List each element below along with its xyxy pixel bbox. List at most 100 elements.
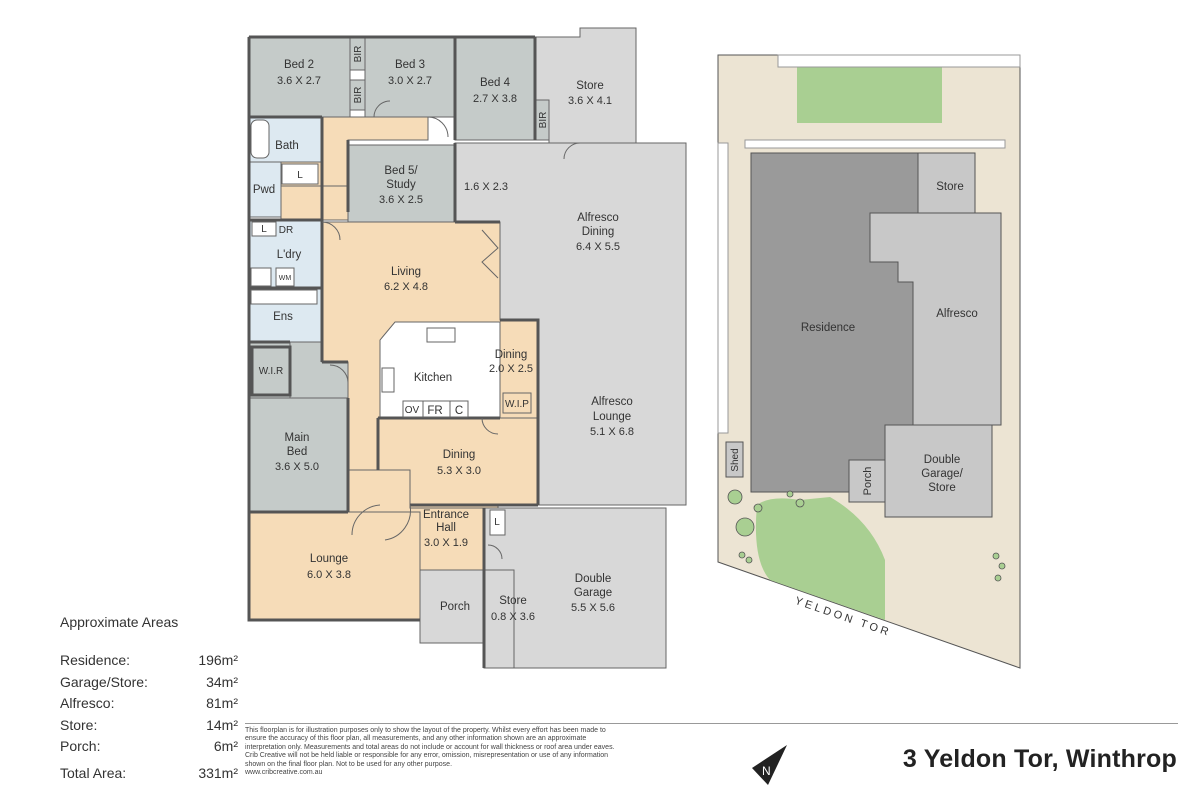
- dim-store-small: 0.8 X 3.6: [491, 611, 535, 623]
- label-bed4: Bed 4: [480, 77, 511, 89]
- area-value: 81m²: [206, 695, 238, 711]
- dim-entrance: 3.0 X 1.9: [424, 537, 468, 549]
- label-entrance-2: Hall: [436, 522, 456, 534]
- label-living: Living: [391, 266, 421, 278]
- site-plan: Residence Alfresco Store Double Garage/ …: [717, 54, 1021, 669]
- total-value: 331m²: [198, 764, 238, 781]
- disclaimer: This floorplan is for illustration purpo…: [245, 727, 615, 777]
- label-ens: Ens: [273, 311, 293, 323]
- area-row-porch: Porch:6m²: [60, 736, 238, 758]
- approximate-areas: Approximate Areas Residence: 196m² Garage…: [60, 614, 238, 784]
- room-hall-mid: [280, 185, 349, 221]
- area-row-residence: Residence: 196m²: [60, 650, 238, 672]
- label-garage: Double: [575, 573, 611, 585]
- site-porch: [848, 459, 886, 503]
- door-store-small: [487, 544, 503, 560]
- property-address: 3 Yeldon Tor, Winthrop: [902, 745, 1177, 773]
- room-bed5: [347, 144, 456, 223]
- areas-title: Approximate Areas: [60, 614, 179, 630]
- tree-7: [745, 556, 753, 564]
- north-arrow: N: [752, 745, 787, 785]
- door-bed3: [373, 100, 391, 118]
- label-bed2: Bed 2: [284, 59, 314, 71]
- total-label: Total Area:: [60, 764, 127, 781]
- door-store: [563, 142, 581, 160]
- footer-divider: [245, 723, 1178, 724]
- label-alfresco-lounge: Alfresco: [591, 396, 633, 408]
- label-bath: Bath: [275, 140, 299, 152]
- dim-lounge: 6.0 X 3.8: [307, 569, 351, 581]
- area-label: Residence:: [60, 652, 131, 668]
- website-link[interactable]: www.cribcreative.com.au: [245, 769, 323, 777]
- site-paving: [744, 139, 1006, 149]
- label-store-top: Store: [576, 80, 604, 92]
- label-pwd: Pwd: [253, 184, 275, 196]
- wall-outline: [247, 35, 540, 668]
- dim-alfresco-dining: 6.4 X 5.5: [576, 241, 620, 253]
- room-bed2: [248, 36, 351, 118]
- label-bir-1: BIR: [353, 46, 364, 63]
- label-linen-top: L: [297, 170, 303, 181]
- door-wip: [481, 417, 499, 435]
- rooms: [248, 27, 687, 669]
- dim-bed5: 3.6 X 2.5: [379, 194, 423, 206]
- room-labels: Bed 2 3.6 X 2.7 Bed 3 3.0 X 2.7 Bed 4 2.…: [253, 59, 634, 623]
- cupboard-box: [449, 400, 469, 418]
- dim-store-top: 3.6 X 4.1: [568, 95, 612, 107]
- area-value: 6m²: [213, 738, 238, 754]
- area-label: Garage/Store:: [60, 673, 148, 690]
- site-lawn-front: [755, 497, 885, 620]
- site-label-garage-2: Garage/: [921, 468, 963, 480]
- site-top-strip: [777, 54, 1021, 68]
- area-label: Store:: [60, 716, 98, 733]
- dim-living: 6.2 X 4.8: [384, 281, 428, 293]
- label-ov: OV: [405, 405, 420, 416]
- disclaimer-text: This floorplan is for illustration purpo…: [245, 727, 615, 768]
- label-kitchen: Kitchen: [414, 372, 452, 384]
- tree-3: [753, 503, 763, 513]
- label-main-bed: Main: [285, 432, 310, 444]
- label-fr: FR: [427, 405, 442, 417]
- label-wm: WM: [279, 275, 292, 282]
- tree-2: [735, 517, 755, 537]
- site-label-store: Store: [936, 181, 964, 193]
- site-label-alfresco: Alfresco: [936, 308, 978, 320]
- site-trees: [727, 489, 1006, 582]
- walls: [247, 35, 540, 668]
- label-alfresco-dining-2: Dining: [582, 226, 615, 238]
- label-bed5-2: Study: [386, 179, 416, 191]
- room-porch: [419, 569, 485, 644]
- dim-dining-main: 5.3 X 3.0: [437, 465, 481, 477]
- dim-bed4: 2.7 X 3.8: [473, 93, 517, 105]
- dim-dining-small: 2.0 X 2.5: [489, 363, 533, 375]
- site-label-garage: Double: [924, 454, 960, 466]
- north-label: N: [762, 764, 771, 778]
- site-path-left: [717, 142, 729, 434]
- site-store: [917, 152, 976, 214]
- label-entrance: Entrance: [423, 509, 469, 521]
- door-bifold: [481, 229, 499, 279]
- site-label-garage-3: Store: [928, 482, 956, 494]
- linen-box: [281, 163, 319, 185]
- room-store-small: [483, 569, 515, 669]
- tree-4: [786, 490, 794, 498]
- door-living: [321, 221, 341, 241]
- label-dining-main: Dining: [443, 449, 476, 461]
- tree-9: [998, 562, 1006, 570]
- tree-5: [795, 498, 805, 508]
- label-porch: Porch: [440, 601, 470, 613]
- label-linen-ldry: L: [261, 224, 267, 235]
- bir-labels: BIR BIR BIR: [353, 46, 549, 129]
- site-garage: [884, 424, 993, 518]
- label-garage-2: Garage: [574, 587, 612, 599]
- label-dining-small: Dining: [495, 349, 528, 361]
- site-shed: [725, 441, 744, 478]
- laundry-linen: [251, 221, 277, 237]
- area-value: 196m²: [198, 652, 238, 668]
- site-label-shed: Shed: [730, 448, 741, 471]
- site-lawn-top: [797, 67, 942, 123]
- label-lounge: Lounge: [310, 553, 348, 565]
- door-main: [329, 364, 349, 384]
- area-value: 34m²: [206, 673, 238, 690]
- label-dr: DR: [279, 225, 293, 236]
